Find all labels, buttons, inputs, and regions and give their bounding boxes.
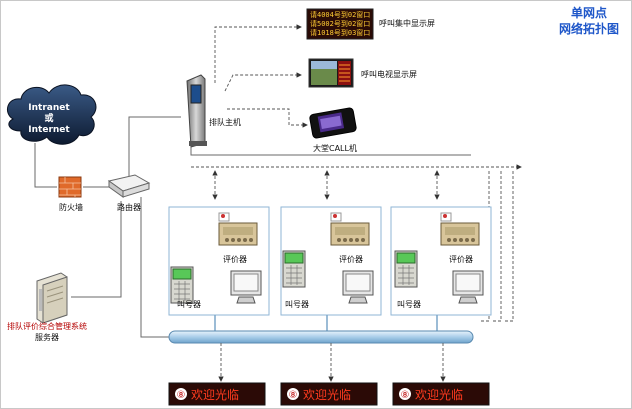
monitor-icon — [230, 270, 262, 304]
caller-keypad-icon — [394, 250, 418, 288]
window-welcome-2: 欢迎光临 — [303, 387, 351, 402]
lobby-call-label: 大堂CALL机 — [313, 143, 357, 153]
display-drop-lines — [218, 343, 446, 382]
caller-keypad-icon — [170, 266, 194, 304]
kiosk-icon — [186, 74, 207, 148]
window-badge-1: ⑧ — [177, 390, 186, 401]
window-badge-2: ⑧ — [289, 390, 298, 401]
evaluator-label-1: 评价器 — [223, 255, 247, 264]
counter-panel-3: 评价器 叫号器 — [390, 206, 492, 316]
evaluator-icon — [218, 212, 258, 246]
window-display-1: ⑧ 欢迎光临 — [168, 382, 266, 406]
evaluator-label-2: 评价器 — [339, 255, 363, 264]
cloud-icon: Intranet 或 Internet — [6, 84, 97, 145]
monitor-icon — [452, 270, 484, 304]
tv-icon — [308, 58, 354, 88]
pda-icon — [309, 107, 357, 139]
caller-label-1: 叫号器 — [177, 299, 201, 309]
router-label: 路由器 — [117, 202, 141, 212]
router-icon — [107, 174, 151, 198]
window-display-3: ⑧ 欢迎光临 — [392, 382, 490, 406]
led-display-icon: 请4004号到02窗口 请5002号到02窗口 请1018号到03窗口 — [306, 8, 374, 40]
firewall-icon — [58, 176, 82, 198]
monitor-icon — [342, 270, 374, 304]
caller-label-2: 叫号器 — [285, 299, 309, 309]
server-label: 服务器 — [35, 332, 59, 342]
window-badge-3: ⑧ — [401, 390, 410, 401]
window-welcome-1: 欢迎光临 — [191, 387, 239, 402]
cloud-line3: Internet — [28, 125, 70, 135]
diagram-title-line2: 网络拓扑图 — [559, 21, 619, 36]
led-screen-label: 呼叫集中显示屏 — [379, 18, 435, 28]
evaluator-icon — [330, 212, 370, 246]
network-bus — [168, 315, 474, 344]
window-display-2: ⑧ 欢迎光临 — [280, 382, 378, 406]
caller-label-3: 叫号器 — [397, 299, 421, 309]
evaluator-icon — [440, 212, 480, 246]
server-icon — [36, 272, 68, 324]
window-welcome-3: 欢迎光临 — [415, 387, 463, 402]
caller-keypad-icon — [282, 250, 306, 288]
tv-screen-label: 呼叫电视显示屏 — [361, 69, 417, 79]
cloud-line1: Intranet — [28, 103, 70, 113]
led-row-2: 请5002号到02窗口 — [310, 19, 370, 28]
counter-panel-1: 评价器 叫号器 — [168, 206, 270, 316]
queue-host-label: 排队主机 — [209, 117, 241, 127]
firewall-label: 防火墙 — [59, 202, 83, 212]
server-system-label: 排队评价综合管理系统 — [7, 321, 87, 331]
diagram-title-line1: 单网点 — [571, 5, 607, 20]
led-row-3: 请1018号到03窗口 — [310, 28, 370, 37]
counter-panel-2: 评价器 叫号器 — [280, 206, 382, 316]
cloud-line2: 或 — [44, 112, 53, 124]
led-row-1: 请4004号到02窗口 — [310, 10, 370, 19]
evaluator-label-3: 评价器 — [449, 255, 473, 264]
